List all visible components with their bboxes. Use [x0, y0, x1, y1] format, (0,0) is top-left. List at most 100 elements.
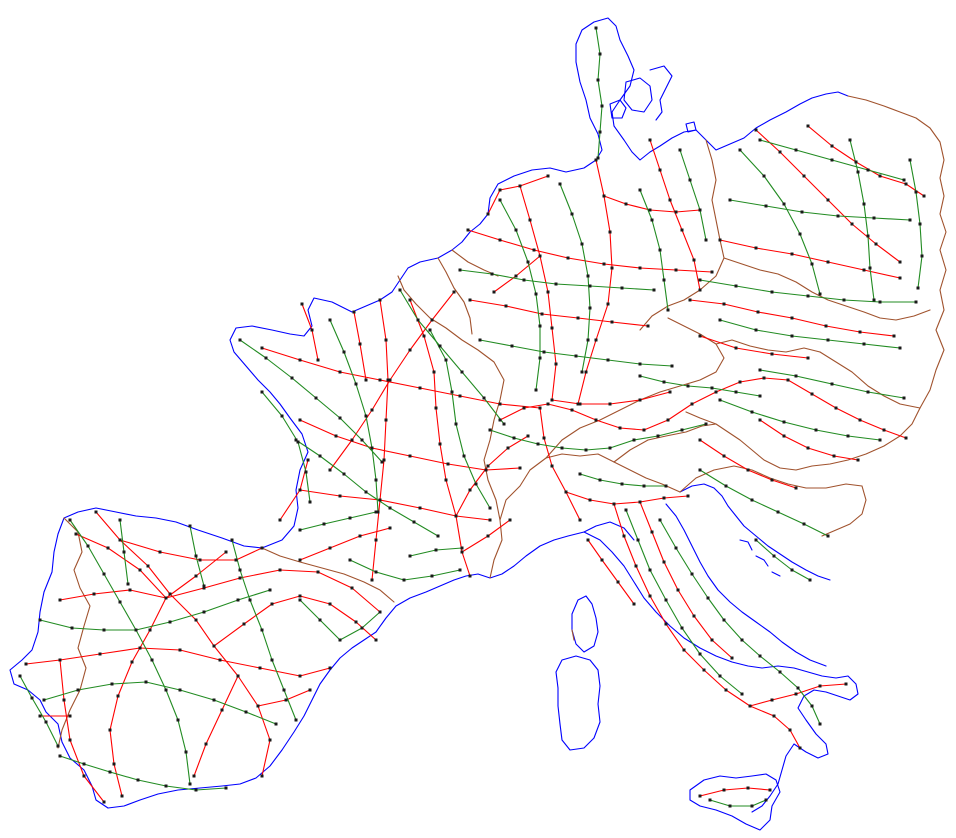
substation-node [914, 300, 918, 304]
substation-node [280, 414, 284, 418]
substation-node [706, 596, 710, 600]
substation-node [686, 384, 690, 388]
substation-node [602, 194, 606, 198]
substation-node [298, 358, 302, 362]
substation-node [382, 458, 386, 462]
substation-node [574, 354, 578, 358]
substation-node [810, 392, 814, 396]
substation-node [130, 660, 134, 664]
substation-node [236, 674, 240, 678]
substation-node [218, 658, 222, 662]
green-line-poland-3 [729, 199, 911, 221]
substation-node [658, 248, 662, 252]
substation-node [758, 418, 762, 422]
substation-node [728, 804, 732, 808]
red-line-france-6 [329, 291, 455, 471]
substation-node [108, 728, 112, 732]
substation-node [314, 396, 318, 400]
substation-node [770, 698, 774, 702]
substation-node [364, 414, 368, 418]
substation-node [578, 518, 582, 522]
substation-node [294, 438, 298, 442]
substation-node [358, 534, 362, 538]
green-line-iberia-8 [19, 675, 59, 747]
substation-node [478, 338, 482, 342]
substation-node [318, 454, 322, 458]
substation-node [728, 198, 732, 202]
substation-node [836, 214, 840, 218]
substation-node [58, 658, 62, 662]
substation-node [352, 310, 356, 314]
substation-node [290, 376, 294, 380]
substation-node [588, 306, 592, 310]
substation-node [378, 498, 382, 502]
substation-node [698, 652, 702, 656]
substation-node [794, 374, 798, 378]
coastline-corsica [571, 595, 599, 653]
substation-node [18, 674, 22, 678]
red-line-iberia-7 [213, 595, 377, 647]
substation-node [680, 228, 684, 232]
substation-node [348, 558, 352, 562]
substation-node [398, 288, 402, 292]
substation-node [642, 428, 646, 432]
substation-node [468, 574, 472, 578]
substation-node [514, 274, 518, 278]
substation-node [872, 298, 876, 302]
border-poland-east [847, 95, 947, 409]
substation-node [772, 714, 776, 718]
substation-node [770, 478, 774, 482]
substation-node [374, 478, 378, 482]
substation-node [746, 468, 750, 472]
substation-node [546, 174, 550, 178]
substation-node [488, 506, 492, 510]
substation-node [564, 490, 568, 494]
border-sardinia-corsica-strait [571, 629, 575, 641]
substation-node [298, 674, 302, 678]
substation-node [30, 696, 34, 700]
green-line-germany-2 [559, 183, 591, 373]
substation-node [610, 320, 614, 324]
substation-node [378, 298, 382, 302]
substation-node [126, 582, 130, 586]
substation-node [710, 638, 714, 642]
substation-node [446, 462, 450, 466]
substation-node [608, 230, 612, 234]
red-line-hungary-1 [787, 379, 907, 439]
substation-node [578, 402, 582, 406]
substation-node [588, 284, 592, 288]
substation-node [636, 538, 640, 542]
substation-node [718, 674, 722, 678]
substation-node [316, 570, 320, 574]
substation-node [220, 708, 224, 712]
substation-node [782, 420, 786, 424]
green-line-france-6 [429, 329, 491, 509]
substation-node [438, 344, 442, 348]
substation-node [358, 342, 362, 346]
substation-node [566, 256, 570, 260]
substation-node [904, 182, 908, 186]
substation-node [282, 688, 286, 692]
substation-node [584, 370, 588, 374]
substation-node [82, 762, 86, 766]
substation-node [474, 482, 478, 486]
substation-node [710, 386, 714, 390]
substation-node [134, 628, 138, 632]
substation-node [212, 698, 216, 702]
substation-node [624, 202, 628, 206]
substation-node [138, 646, 142, 650]
substation-node [526, 434, 530, 438]
green-line-iberia-2 [39, 589, 271, 631]
substation-node [306, 458, 310, 462]
substation-node [704, 422, 708, 426]
substation-node [202, 586, 206, 590]
substation-node [24, 662, 28, 666]
substation-node [402, 578, 406, 582]
substation-node [298, 598, 302, 602]
substation-node [662, 380, 666, 384]
substation-node [718, 398, 722, 402]
substation-node [430, 574, 434, 578]
substation-node [70, 626, 74, 630]
substation-node [164, 688, 168, 692]
substation-node [734, 284, 738, 288]
